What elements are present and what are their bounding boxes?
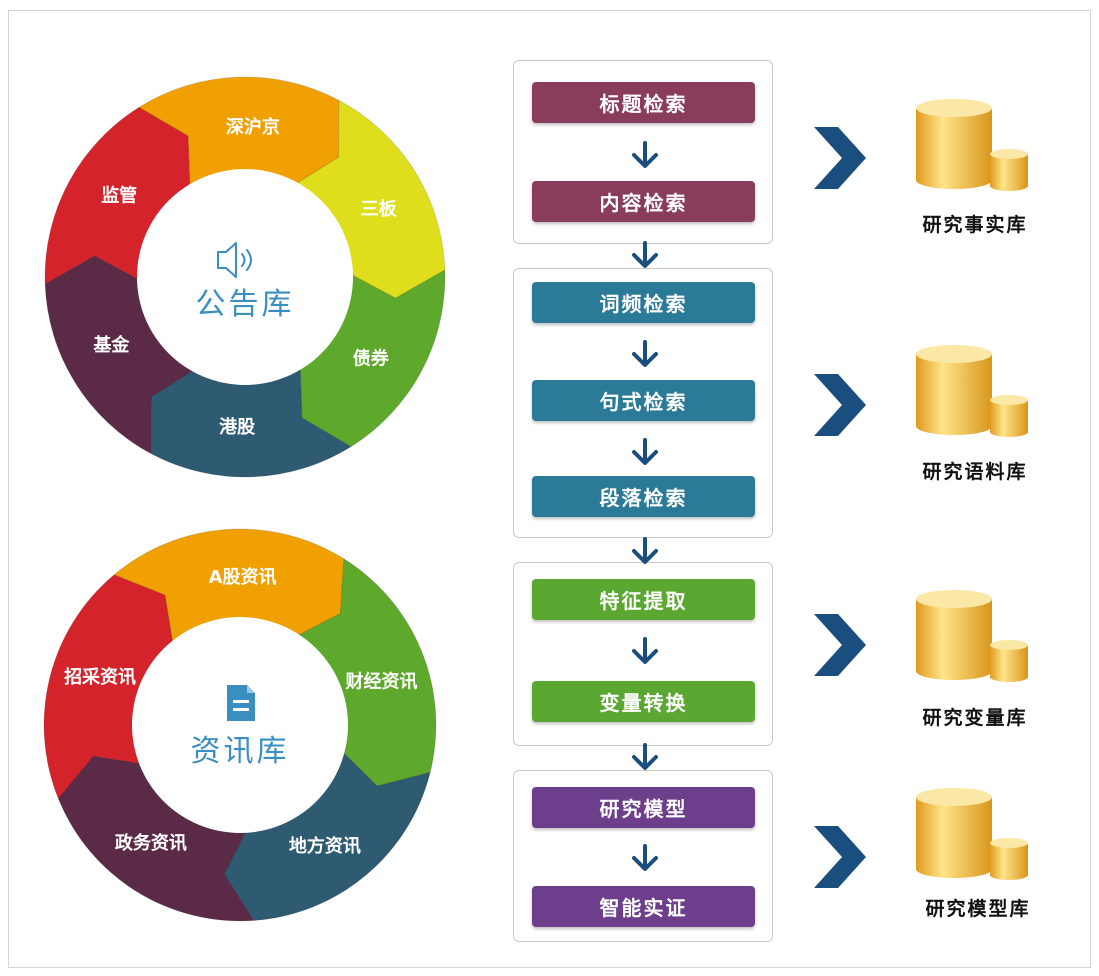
chevron-right-icon	[814, 826, 866, 888]
announcement-wheel-title: 公告库	[196, 287, 295, 322]
output-research-fact-db: 研究事实库	[922, 214, 1028, 236]
down-arrow-icon	[632, 241, 658, 268]
wheel-segment-label: 基金	[92, 334, 130, 356]
step-paragraph-search: 段落检索	[532, 476, 755, 517]
wheel-center	[137, 169, 353, 385]
step-word-frequency-search: 词频检索	[532, 282, 755, 323]
step-title-search: 标题检索	[532, 82, 755, 123]
down-arrow-icon	[632, 637, 658, 664]
wheel-segment-label: 地方资讯	[289, 835, 361, 857]
wheel-segment-label: 债券	[353, 348, 390, 370]
wheel-center	[132, 617, 348, 833]
chevron-right-icon	[814, 374, 866, 436]
down-arrow-icon	[632, 340, 658, 367]
output-research-model-db: 研究模型库	[925, 898, 1031, 920]
database-icon	[916, 99, 1028, 191]
step-content-search: 内容检索	[532, 181, 755, 222]
output-research-corpus-db: 研究语料库	[922, 461, 1028, 483]
step-feature-extraction: 特征提取	[532, 579, 755, 620]
wheel-segment-label: 政务资讯	[115, 832, 187, 854]
speaker-icon	[217, 242, 252, 278]
wheel-segment-label: 招采资讯	[64, 666, 136, 688]
chevron-right-icon	[814, 127, 866, 189]
down-arrow-icon	[632, 537, 658, 564]
wheel-segment-label: 港股	[219, 417, 256, 438]
down-arrow-icon	[632, 141, 658, 168]
step-sentence-search: 句式检索	[532, 380, 755, 421]
wheel-segment-label: 监管	[101, 184, 137, 206]
down-arrow-icon	[632, 438, 658, 465]
database-icon	[916, 590, 1028, 682]
step-variable-conversion: 变量转换	[532, 681, 755, 722]
step-smart-empirical: 智能实证	[532, 886, 755, 927]
wheel-segment-label: 财经资讯	[346, 671, 418, 693]
output-research-variable-db: 研究变量库	[922, 707, 1028, 729]
database-icon	[916, 788, 1028, 880]
chevron-right-icon	[814, 614, 866, 676]
wheel-segment-label: 三板	[361, 198, 398, 220]
database-icon	[916, 345, 1028, 437]
wheel-segment-label: 深沪京	[226, 116, 280, 138]
down-arrow-icon	[632, 844, 658, 871]
down-arrow-icon	[632, 743, 658, 770]
step-research-model: 研究模型	[532, 787, 755, 828]
wheel-segment-label: A股资讯	[209, 566, 277, 588]
news-wheel-title: 资讯库	[191, 734, 290, 769]
document-icon	[227, 685, 255, 721]
